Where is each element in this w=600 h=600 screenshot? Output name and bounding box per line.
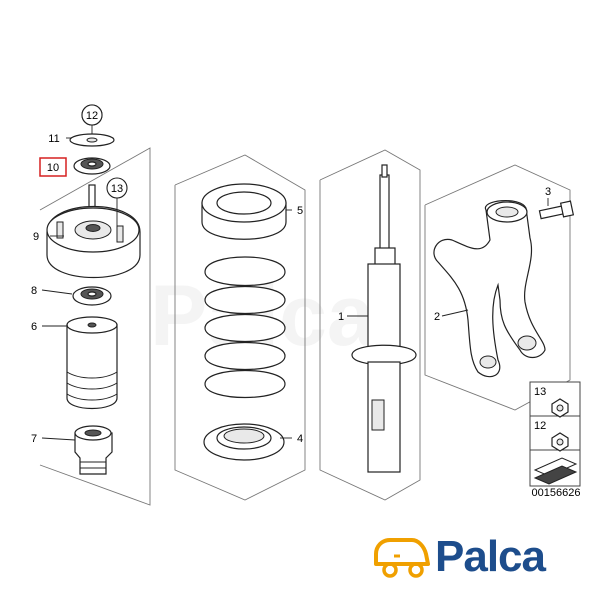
part-11-washer xyxy=(69,133,115,147)
coil-spring xyxy=(204,256,286,398)
part-5-upper-seat xyxy=(201,183,287,240)
shim-arrow-icon xyxy=(533,457,578,485)
svg-text:9: 9 xyxy=(33,231,39,243)
callout-12: 12 xyxy=(81,104,103,126)
palca-logo xyxy=(374,538,430,578)
svg-text:10: 10 xyxy=(47,162,59,174)
svg-text:12: 12 xyxy=(86,110,98,122)
part-10-bearing xyxy=(73,157,111,175)
callout-10-highlighted: 10 xyxy=(39,157,67,177)
legend-label-12: 12 xyxy=(534,420,546,432)
leader-lines xyxy=(41,137,549,441)
svg-text:2: 2 xyxy=(434,311,440,323)
svg-text:6: 6 xyxy=(31,321,37,333)
nut-12-icon xyxy=(551,432,569,452)
callout-8: 8 xyxy=(31,285,37,297)
legend-label-13: 13 xyxy=(534,386,546,398)
nut-13-icon xyxy=(551,398,569,418)
callout-5: 5 xyxy=(297,205,303,217)
part-4-lower-seat xyxy=(203,423,285,461)
callout-7: 7 xyxy=(31,433,37,445)
car-icon xyxy=(374,538,430,578)
svg-text:4: 4 xyxy=(297,433,303,445)
group-frame-left xyxy=(39,147,151,506)
part-8-ring xyxy=(72,286,112,306)
part-1-strut xyxy=(351,164,417,473)
callout-11: 11 xyxy=(48,133,59,145)
svg-text:11: 11 xyxy=(48,133,59,145)
svg-text:1: 1 xyxy=(338,311,344,323)
svg-text:7: 7 xyxy=(31,433,37,445)
svg-text:5: 5 xyxy=(297,205,303,217)
group-frame-knuckle xyxy=(424,164,571,411)
callout-2: 2 xyxy=(434,311,440,323)
callout-1: 1 xyxy=(338,311,344,323)
svg-text:8: 8 xyxy=(31,285,37,297)
group-frame-strut xyxy=(319,149,421,501)
callout-6: 6 xyxy=(31,321,37,333)
svg-text:3: 3 xyxy=(545,186,551,198)
callout-9: 9 xyxy=(33,231,39,243)
part-2-knuckle xyxy=(433,200,546,378)
part-9-top-mount xyxy=(46,206,141,278)
part-6-boot xyxy=(66,316,118,409)
callout-4: 4 xyxy=(297,433,303,445)
group-frame-spring xyxy=(174,154,306,501)
callout-13: 13 xyxy=(106,177,128,199)
part-3-bolt xyxy=(538,200,575,220)
hardware-legend: 13 12 xyxy=(529,381,581,487)
brand-name: Palca xyxy=(435,532,546,581)
part-7-bumpstop xyxy=(74,425,113,475)
diagram-number: 00156626 xyxy=(532,487,581,499)
callout-3: 3 xyxy=(545,186,551,198)
svg-text:13: 13 xyxy=(111,183,123,195)
